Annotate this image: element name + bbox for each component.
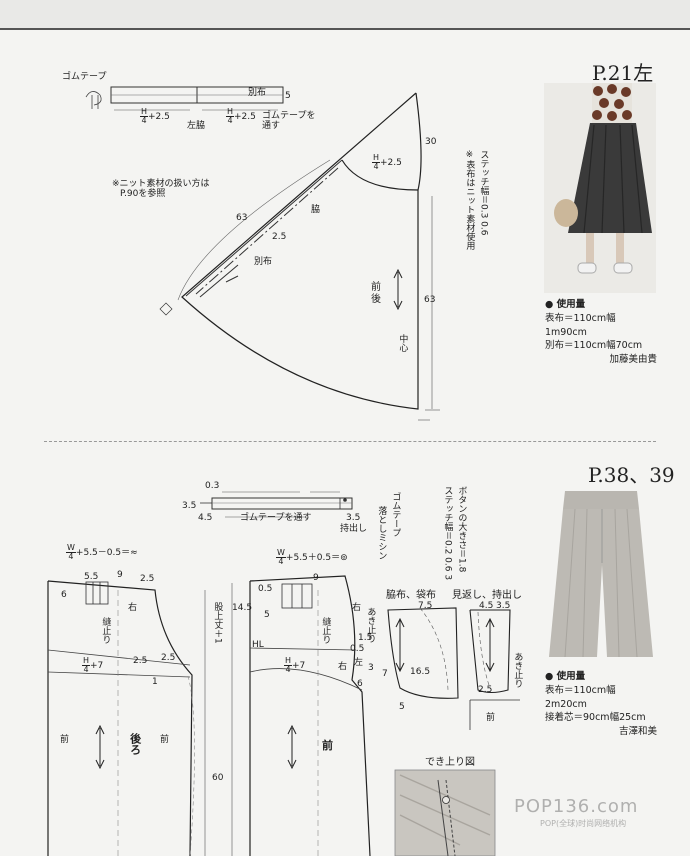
label-elastic-tape: ゴムテープ [62, 72, 107, 82]
dim-7: 7 [382, 669, 388, 679]
facing-title: 見返し、持出し [452, 590, 522, 601]
dim-4-5: 4.5 [479, 601, 494, 611]
label-front: 前 [371, 282, 381, 293]
dim-3-5: 3.5 [496, 601, 511, 611]
label-akidomari: あき止り [365, 607, 376, 643]
dim-9: 9 [117, 570, 123, 580]
label-left: 左 [354, 658, 364, 668]
dim-6: 6 [357, 679, 363, 689]
usage-item: 表布＝110cm幅1m90cm [545, 312, 616, 338]
skirt-model-photo [544, 83, 656, 293]
dim-9: 9 [313, 573, 319, 583]
dim-2-5: 2.5 [272, 232, 287, 242]
pattern1-page-ref: P.21左 [592, 61, 654, 85]
dim-5: 5 [264, 610, 270, 620]
dim-30: 30 [425, 137, 437, 147]
label-front-small: 前 [160, 735, 170, 745]
label-left-side: 左脇 [187, 121, 206, 131]
pattern2-page-ref: P.38、39 [588, 463, 675, 487]
label-right: 右 [338, 662, 348, 672]
label-betsununo: 別布 [254, 257, 273, 267]
label-thread-tape: ゴムテープを 通す [262, 111, 316, 131]
label-back: 後 [371, 294, 381, 305]
dim-5-5: 5.5 [84, 572, 99, 582]
label-thread-tape: ゴムテープを通す [240, 513, 312, 523]
dim-5: 5 [399, 702, 405, 712]
page-top-border [0, 0, 690, 30]
dim-4-5: 4.5 [198, 513, 213, 523]
watermark-sub: POP(全球)时尚网络机构 [540, 819, 627, 828]
label-front-small: 前 [486, 713, 496, 723]
designer-name: 吉澤和美 [618, 726, 657, 738]
label-band-fabric: 別布 [248, 88, 267, 98]
wide-pants-photo [545, 485, 657, 663]
dim-3-5: 3.5 [182, 501, 197, 511]
usage-heading: 使用量 [556, 299, 586, 310]
dim-14-5: 14.5 [232, 603, 253, 613]
label-mochidashi: 持出し [340, 524, 368, 534]
dim-2-5: 2.5 [161, 653, 176, 663]
label-center: 中心 [397, 334, 408, 352]
label-right: 右 [128, 603, 138, 613]
pattern1-usage: ● 使用量 表布＝110cm幅1m90cm 別布＝110cm幅70cm 加藤美由… [545, 299, 657, 366]
label-nuidomari: 縫止り [320, 617, 331, 644]
dim-6: 6 [61, 590, 67, 600]
dim-0-5: 0.5 [258, 584, 273, 594]
dim-3: 3 [368, 663, 374, 673]
dim-7-5: 7.5 [418, 601, 433, 611]
label-nuidomari: 縫止り [100, 617, 111, 644]
knit-material-note: ※表布はニット素材使用 [464, 150, 475, 250]
stitch-width-note: ステッチ幅＝0.3 0.6 [478, 150, 489, 236]
usage-item: 別布＝110cm幅70cm [545, 340, 643, 352]
dim-63-diag: 63 [236, 213, 248, 223]
label-hl: HL [252, 640, 264, 650]
label-side: 脇 [311, 205, 321, 215]
label-elastic: ゴムテープ [390, 492, 401, 537]
dim-2-5: 2.5 [478, 685, 493, 695]
dim-0-3: 0.3 [205, 481, 220, 491]
dim-63-right: 63 [424, 295, 436, 305]
label-right: 右 [352, 603, 362, 613]
dim-60: 60 [212, 773, 224, 783]
pattern2-usage: ● 使用量 表布＝110cm幅2m20cm 接着芯＝90cm幅25cm 吉澤和美 [545, 671, 657, 738]
label-otoshi: 落としミシン [376, 506, 387, 560]
label-band-height: 5 [285, 91, 291, 101]
dim-2-5: 2.5 [140, 574, 155, 584]
label-rise-length: 股上丈＋1 [212, 602, 223, 644]
dim-3-5b: 3.5 [346, 513, 361, 523]
dim-0-5: 0.5 [350, 644, 365, 654]
usage-heading: 使用量 [556, 671, 586, 682]
pocket-title: 脇布、袋布 [386, 590, 436, 601]
label-front: 前 [322, 739, 333, 752]
label-front-small: 前 [60, 735, 70, 745]
dim-1: 1 [152, 677, 158, 687]
usage-item: 表布＝110cm幅2m20cm [545, 684, 616, 710]
label-akidomari: あき止り [512, 652, 523, 688]
label-back: 後ろ [128, 733, 142, 755]
watermark-brand: POP136.com [514, 796, 639, 817]
dim-1-5: 1.5 [358, 633, 373, 643]
usage-item: 接着芯＝90cm幅25cm [545, 712, 646, 724]
dim-2-5: 2.5 [133, 656, 148, 666]
label-button-size: ボタンの大きさ＝1.8 [456, 486, 467, 573]
knit-note: ※ニット素材の扱い方は P.90を参照 [112, 179, 210, 199]
designer-name: 加藤美由貴 [609, 354, 657, 366]
dim-16-5: 16.5 [410, 667, 431, 677]
finished-diagram-title: でき上り図 [425, 757, 475, 768]
label-stitch-width: ステッチ幅＝0.2 0.6 3 [442, 486, 453, 581]
section-divider [44, 441, 656, 442]
